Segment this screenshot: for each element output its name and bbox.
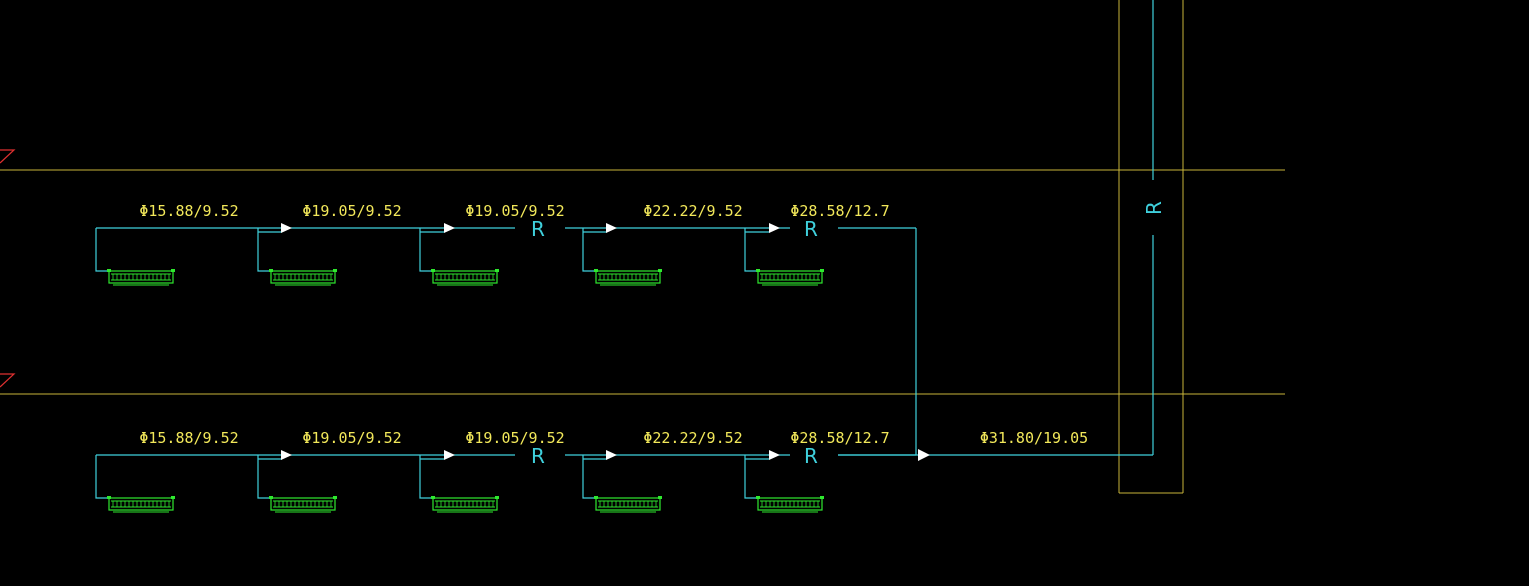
flow-arrow: [769, 450, 780, 460]
riser-shaft: R: [1118, 0, 1184, 494]
level-marker-lower: [0, 373, 16, 388]
pipe-size-label: Φ19.05/9.52: [302, 202, 401, 220]
pipe-size-label: Φ19.05/9.52: [465, 429, 564, 447]
reducer-r-label: R: [804, 444, 818, 468]
unit-drop-pipe: [257, 455, 272, 499]
pipe-size-label: Φ19.05/9.52: [302, 429, 401, 447]
pipe-size-label: Φ15.88/9.52: [139, 202, 238, 220]
indoor-unit-icon: [269, 269, 337, 286]
flow-arrow: [606, 450, 617, 460]
main-pipe-run: Φ31.80/19.05: [838, 228, 1153, 461]
indoor-unit-icon: [269, 496, 337, 513]
unit-drop-pipe: [419, 228, 434, 272]
indoor-unit-icon: [431, 496, 499, 513]
unit-drop-pipe: [582, 228, 597, 272]
flow-arrow: [769, 223, 780, 233]
flow-arrow: [444, 223, 455, 233]
pipe-size-label: Φ22.22/9.52: [643, 202, 742, 220]
flow-arrow: [281, 450, 292, 460]
unit-drop-pipe: [744, 228, 759, 272]
reducer-r-label: R: [531, 444, 545, 468]
level-marker-upper: [0, 149, 16, 164]
main-flow-arrow: [918, 449, 930, 461]
flow-arrow: [606, 223, 617, 233]
indoor-unit-icon: [756, 496, 824, 513]
floor-branch-upper: R R Φ15.88/9.52 Φ19.05/9.52 Φ19.05/9.52 Φ22.2…: [95, 202, 916, 286]
indoor-unit-icon: [594, 496, 662, 513]
indoor-unit-icon: [594, 269, 662, 286]
unit-drop-pipe: [582, 455, 597, 499]
pipe-size-label: Φ15.88/9.52: [139, 429, 238, 447]
pipe-size-label: Φ19.05/9.52: [465, 202, 564, 220]
pipe-size-label: Φ28.58/12.7: [790, 429, 889, 447]
pipe-size-label: Φ28.58/12.7: [790, 202, 889, 220]
indoor-unit-icon: [756, 269, 824, 286]
indoor-unit-icon: [107, 496, 175, 513]
flow-arrow: [444, 450, 455, 460]
riser-r-label: R: [1142, 201, 1166, 215]
unit-drop-pipe: [95, 455, 110, 499]
reducer-r-label: R: [531, 217, 545, 241]
unit-drop-pipe: [257, 228, 272, 272]
indoor-unit-icon: [107, 269, 175, 286]
pipe-size-label: Φ22.22/9.52: [643, 429, 742, 447]
flow-arrow: [281, 223, 292, 233]
reducer-r-label: R: [804, 217, 818, 241]
marker-stroke: [0, 373, 16, 388]
indoor-unit-icon: [431, 269, 499, 286]
marker-stroke: [0, 149, 16, 164]
main-pipe-label: Φ31.80/19.05: [980, 429, 1088, 447]
unit-drop-pipe: [744, 455, 759, 499]
unit-drop-pipe: [419, 455, 434, 499]
unit-drop-pipe: [95, 228, 110, 272]
